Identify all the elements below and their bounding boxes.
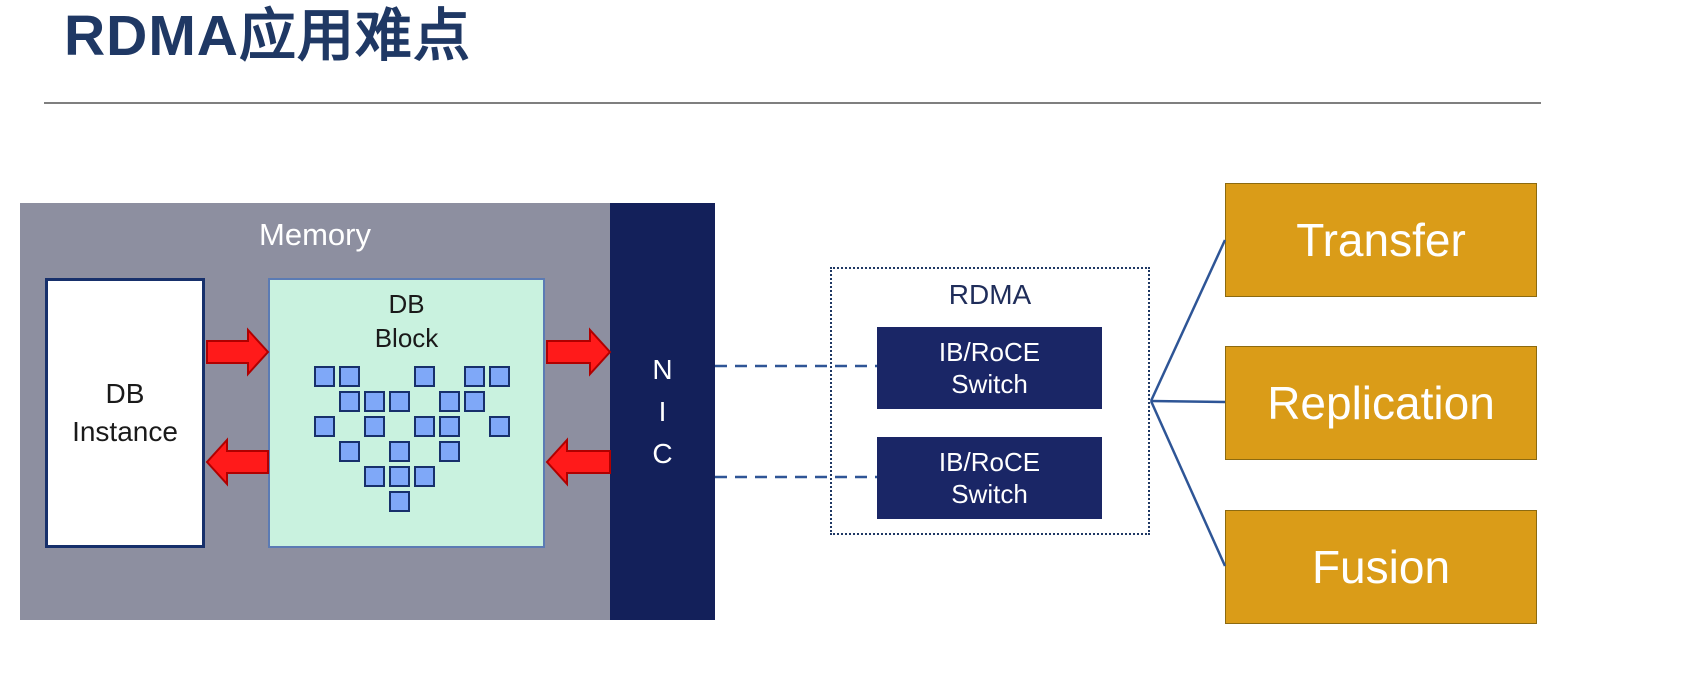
db-block-pattern-cell bbox=[389, 441, 410, 462]
db-block-pattern-cell bbox=[414, 416, 435, 437]
db-block-label-line2: Block bbox=[374, 322, 439, 353]
db-instance-label-line2: Instance bbox=[72, 416, 178, 447]
db-block-pattern-cell bbox=[314, 416, 335, 437]
db-block-pattern-cell bbox=[389, 391, 410, 412]
nic-letter-n: N bbox=[652, 353, 673, 385]
fan-line-fusion bbox=[1149, 400, 1227, 567]
switch-1-label-line1: IB/RoCE bbox=[938, 336, 1041, 367]
db-block-pattern-cell bbox=[339, 366, 360, 387]
nic-letter-c: C bbox=[652, 437, 673, 469]
db-block-pattern-cell bbox=[439, 391, 460, 412]
fan-line-transfer bbox=[1149, 239, 1227, 402]
db-block-pattern-cell bbox=[389, 466, 410, 487]
db-instance-label-line1: DB bbox=[105, 378, 145, 410]
db-block-pattern-cell bbox=[364, 391, 385, 412]
rdma-label: RDMA bbox=[948, 279, 1032, 310]
db-block-pattern-cell bbox=[314, 366, 335, 387]
db-block-pattern-cell bbox=[464, 366, 485, 387]
db-block-pattern-cell bbox=[414, 466, 435, 487]
page-title: RDMA应用难点 bbox=[64, 4, 471, 68]
output-fusion-label: Fusion bbox=[1311, 541, 1451, 593]
db-block-label-line1: DB bbox=[388, 289, 425, 319]
db-block-pattern-cell bbox=[339, 441, 360, 462]
db-block-pattern-cell bbox=[364, 416, 385, 437]
title-divider bbox=[44, 102, 1541, 104]
output-transfer-box: Transfer bbox=[1225, 183, 1537, 297]
db-block-pattern-cell bbox=[489, 366, 510, 387]
db-block-pattern bbox=[314, 366, 519, 522]
fan-line-replication bbox=[1150, 399, 1226, 404]
db-block-pattern-cell bbox=[489, 416, 510, 437]
output-fusion-box: Fusion bbox=[1225, 510, 1537, 624]
db-instance-box: DB Instance bbox=[45, 278, 205, 548]
ib-roce-switch-2: IB/RoCE Switch bbox=[877, 437, 1102, 519]
switch-1-label-line2: Switch bbox=[951, 369, 1028, 399]
db-block-pattern-cell bbox=[439, 416, 460, 437]
output-transfer-label: Transfer bbox=[1296, 214, 1466, 266]
nic-box: N I C bbox=[610, 203, 715, 620]
db-block-pattern-cell bbox=[389, 491, 410, 512]
ib-roce-switch-1: IB/RoCE Switch bbox=[877, 327, 1102, 409]
db-block-pattern-cell bbox=[464, 391, 485, 412]
output-replication-box: Replication bbox=[1225, 346, 1537, 460]
output-replication-label: Replication bbox=[1267, 377, 1495, 429]
switch-2-label-line2: Switch bbox=[951, 479, 1028, 509]
switch-2-label-line1: IB/RoCE bbox=[938, 446, 1041, 477]
nic-letter-i: I bbox=[658, 395, 667, 427]
db-block-pattern-cell bbox=[364, 466, 385, 487]
memory-label: Memory bbox=[259, 217, 371, 252]
db-block-pattern-cell bbox=[339, 391, 360, 412]
db-block-pattern-cell bbox=[439, 441, 460, 462]
db-block-pattern-cell bbox=[414, 366, 435, 387]
